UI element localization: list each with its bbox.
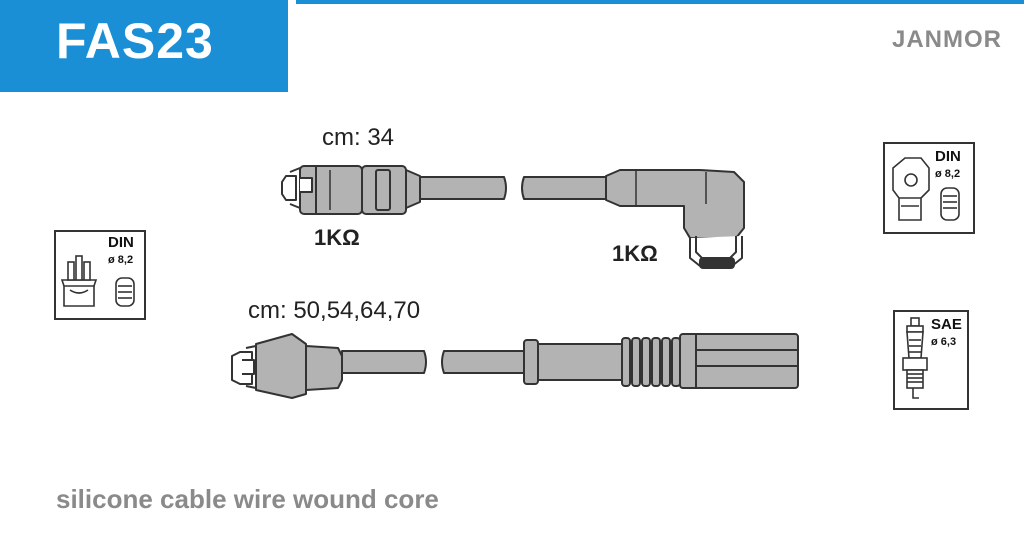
product-code-banner: FAS23	[0, 0, 288, 92]
distributor-right-standard: DIN	[935, 148, 961, 165]
top-cable-straight-boot	[281, 165, 421, 215]
top-cable-resistance-left: 1KΩ	[314, 225, 360, 250]
top-cable-wire	[419, 176, 611, 200]
distributor-din-icon-right: DIN ø 8,2	[883, 142, 975, 234]
top-cable-length: cm: 34	[322, 124, 395, 151]
distributor-cap-icon	[60, 255, 135, 307]
distributor-din-icon-left: DIN ø 8,2	[54, 230, 146, 320]
header-rule	[296, 0, 1024, 4]
distributor-cap-icon	[892, 157, 960, 221]
bottom-cable-lengths: cm: 50,54,64,70	[248, 297, 421, 324]
distributor-left-standard: DIN	[108, 234, 134, 251]
spark-plug-diameter: ø 6,3	[931, 336, 957, 348]
bottom-cable-left-boot	[231, 333, 343, 399]
product-description: silicone cable wire wound core	[56, 484, 439, 514]
product-code: FAS23	[56, 13, 214, 69]
top-cable-angled-boot	[605, 169, 745, 269]
bottom-cable-plug-boot	[523, 333, 799, 389]
top-cable-resistance-right: 1KΩ	[612, 241, 658, 266]
spark-plug-standard: SAE	[931, 316, 962, 333]
brand-name: JANMOR	[891, 26, 1002, 53]
distributor-right-diameter: ø 8,2	[935, 168, 961, 180]
spark-plug-sae-icon: SAE ø 6,3	[893, 310, 969, 410]
spark-plug-icon	[902, 317, 928, 399]
bottom-cable-wire	[341, 350, 525, 374]
distributor-left-diameter: ø 8,2	[108, 254, 134, 266]
